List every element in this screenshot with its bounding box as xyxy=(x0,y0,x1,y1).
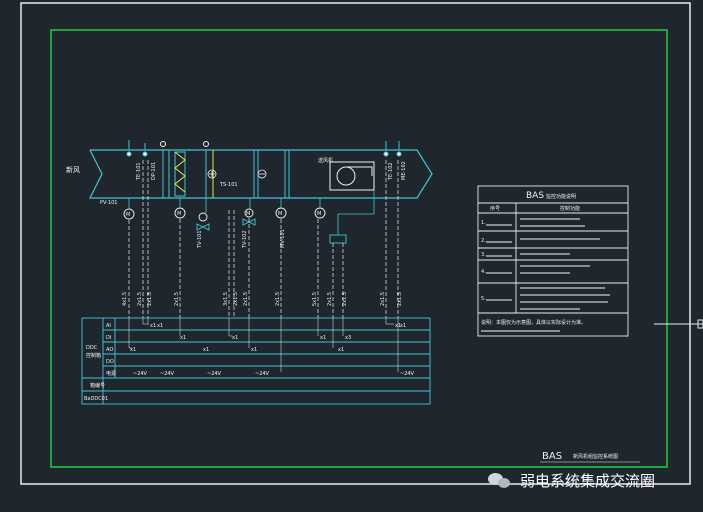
svg-text:~24V: ~24V xyxy=(133,371,148,377)
svg-text:2x1.5: 2x1.5 xyxy=(147,292,153,306)
svg-text:x1: x1 xyxy=(157,323,163,329)
function-table-text: BAS 监控功能说明 序号 控制功能 1. 2. 3. 4. 5. 说明：本图仅… xyxy=(481,191,586,326)
svg-text:~24V: ~24V xyxy=(400,371,415,377)
ddc-table xyxy=(81,317,431,405)
svg-text:x1: x1 xyxy=(232,335,238,341)
function-table-title: BAS xyxy=(526,191,544,201)
svg-text:2x1.5: 2x1.5 xyxy=(243,292,249,306)
ddc-link-lines xyxy=(128,318,399,372)
svg-text:1.: 1. xyxy=(481,220,486,226)
tag-me: ME-102 xyxy=(401,161,407,180)
svg-text:x1: x1 xyxy=(203,347,209,353)
tag-dp1: DP-101 xyxy=(151,162,157,180)
svg-text:x1: x1 xyxy=(338,347,344,353)
ddc-row-di: DI xyxy=(106,335,111,341)
duct-components xyxy=(162,150,290,198)
actuator-letters: M M M M M xyxy=(126,211,321,218)
function-table-filler xyxy=(481,218,610,332)
tag-pv: PV-101 xyxy=(100,200,118,206)
outer-frame xyxy=(20,2,691,485)
svg-text:x1: x1 xyxy=(150,323,156,329)
tag-te2: TE-102 xyxy=(388,162,394,181)
svg-text:M: M xyxy=(126,212,130,218)
svg-text:x3: x3 xyxy=(345,335,351,341)
ddc-box-id: BaDDC01 xyxy=(84,396,108,402)
svg-text:x1: x1 xyxy=(251,347,257,353)
ddc-title: DDC xyxy=(86,345,98,351)
edge-connector xyxy=(654,319,703,329)
air-duct xyxy=(89,149,433,199)
ddc-box-number: 箱编号 xyxy=(90,382,105,389)
svg-text:2x1.5: 2x1.5 xyxy=(380,292,386,306)
cable-specs: 4x1.5 2x1.5 2x1.5 2x1.5 3x1.5 2x1.5 2x1.… xyxy=(122,292,403,306)
function-table-note: 说明：本图仅为示意图，具体以实际设计为准。 xyxy=(481,319,586,326)
supply-fan-icon xyxy=(329,161,375,191)
tag-ts: TS-101 xyxy=(219,182,238,188)
svg-text:2x1.5: 2x1.5 xyxy=(397,292,403,306)
ddc-sub: 控制箱 xyxy=(86,352,101,359)
svg-text:~24V: ~24V xyxy=(160,371,175,377)
svg-text:2x1.5: 2x1.5 xyxy=(174,292,180,306)
device-tags: TE-101 DP-101 TS-101 TE-102 ME-102 TV-10… xyxy=(136,161,407,249)
svg-text:4x1.5: 4x1.5 xyxy=(122,292,128,306)
fan-label: 送风机 xyxy=(318,157,333,164)
svg-text:2.: 2. xyxy=(481,238,486,244)
duct-leads xyxy=(128,190,375,235)
svg-text:x1: x1 xyxy=(130,347,136,353)
svg-text:控制功能: 控制功能 xyxy=(560,205,580,212)
tag-te1: TE-101 xyxy=(136,162,142,181)
svg-text:x1: x1 xyxy=(320,335,326,341)
tag-tv1: TV-101 xyxy=(197,230,203,249)
svg-text:x1: x1 xyxy=(400,323,406,329)
ddc-labels: DDC 控制箱 AI DI AO DO 电源 箱编号 BaDDC01 xyxy=(84,323,116,402)
svg-text:M: M xyxy=(317,211,321,217)
ddc-row-do: DO xyxy=(106,359,114,365)
svg-text:5x1.5: 5x1.5 xyxy=(312,292,318,306)
ddc-row-ao: AO xyxy=(106,347,113,353)
wechat-icon xyxy=(488,471,512,489)
ddc-marks: x1 x1 x1 x1 x1 x3 x1 x1 x1 x1 x1 x1 ~24V… xyxy=(130,323,415,377)
svg-text:x1: x1 xyxy=(180,335,186,341)
cable-lines xyxy=(128,160,399,318)
svg-text:M: M xyxy=(246,211,250,217)
svg-text:2x1.5: 2x1.5 xyxy=(137,292,143,306)
top-sensors xyxy=(126,140,402,157)
actuators xyxy=(123,207,347,244)
inner-frame xyxy=(50,29,668,468)
svg-text:5.: 5. xyxy=(481,296,486,302)
svg-text:3x1.5: 3x1.5 xyxy=(223,292,229,306)
svg-text:~24V: ~24V xyxy=(255,371,270,377)
svg-text:序号: 序号 xyxy=(490,205,500,212)
watermark: 弱电系统集成交流圈 xyxy=(488,468,655,492)
svg-text:M: M xyxy=(278,211,282,217)
function-table xyxy=(477,185,629,337)
watermark-text: 弱电系统集成交流圈 xyxy=(520,471,656,490)
svg-text:3.: 3. xyxy=(481,252,486,258)
ddc-row-power: 电源 xyxy=(106,370,116,377)
function-table-title-cn: 监控功能说明 xyxy=(546,193,576,200)
drawing-title-text: 新风机组监控系统图 xyxy=(573,453,618,460)
svg-text:2x1.5: 2x1.5 xyxy=(342,292,348,306)
svg-text:M: M xyxy=(177,211,181,217)
svg-text:2x1.5: 2x1.5 xyxy=(233,292,239,306)
svg-text:2x1.5: 2x1.5 xyxy=(327,292,333,306)
tag-mv: MV-101 xyxy=(280,229,286,248)
svg-text:4.: 4. xyxy=(481,269,486,275)
duct-inlet-label: 新风 xyxy=(66,165,80,174)
tag-tv2: TV-102 xyxy=(242,230,248,249)
drawing-title-prefix: BAS xyxy=(542,451,562,462)
svg-text:~24V: ~24V xyxy=(207,371,222,377)
coil-symbols xyxy=(207,169,267,179)
svg-text:2x1.5: 2x1.5 xyxy=(275,292,281,306)
ddc-row-ai: AI xyxy=(106,323,111,329)
